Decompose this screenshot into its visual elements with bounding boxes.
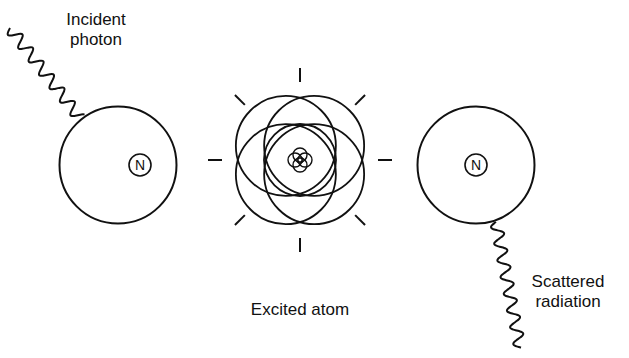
atom-shell (418, 107, 535, 224)
atom-circle: N (416, 105, 536, 225)
atom-circle: N (58, 105, 178, 225)
nucleus-label: N (466, 155, 486, 175)
label-holder: Incident photon (56, 10, 136, 49)
nucleus (465, 154, 487, 176)
excited-atom: Excited atom (200, 60, 400, 330)
excitation-rays (208, 68, 392, 252)
label-holder: Scattered radiation (522, 272, 614, 311)
excited-atom-drawing (200, 60, 400, 330)
atom-shell (60, 107, 177, 224)
atom-outline (58, 105, 178, 225)
nucleus-label: N (130, 155, 150, 175)
atom-caption: Excited atom (200, 300, 400, 320)
wave-label: Scattered radiation (522, 272, 614, 311)
scattered-wave (491, 222, 523, 348)
wave-label: Incident photon (56, 10, 136, 49)
electron-orbits (236, 96, 364, 224)
nucleus (129, 154, 151, 176)
